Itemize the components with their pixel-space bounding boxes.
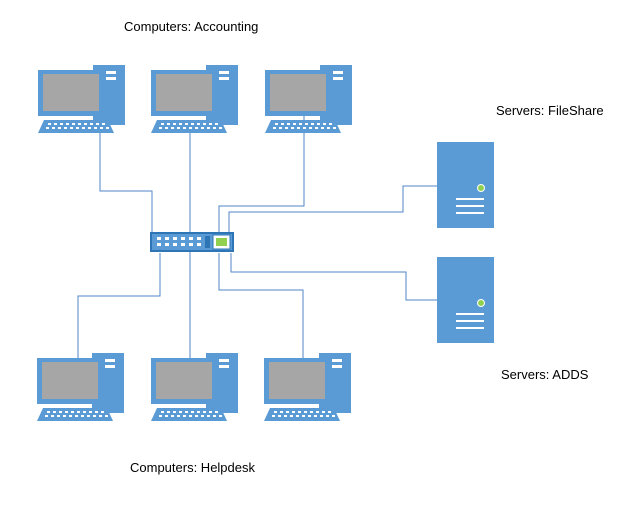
- workstation-icon[interactable]: [37, 353, 124, 421]
- server-icon[interactable]: [436, 141, 495, 229]
- label-adds: Servers: ADDS: [501, 367, 589, 382]
- network-switch-icon[interactable]: [150, 232, 234, 252]
- wire-accounting-1: [99, 133, 153, 233]
- workstation-icon[interactable]: [264, 353, 351, 421]
- wire-helpdesk-1: [77, 253, 161, 361]
- accounting-group: [38, 65, 352, 133]
- helpdesk-group: [37, 353, 351, 421]
- connections: [77, 86, 438, 361]
- wire-accounting-3: [218, 86, 305, 233]
- workstation-icon[interactable]: [38, 65, 125, 133]
- wire-fileshare: [228, 185, 438, 233]
- label-helpdesk: Computers: Helpdesk: [130, 460, 255, 475]
- label-accounting: Computers: Accounting: [124, 19, 258, 34]
- server-icon[interactable]: [436, 256, 495, 344]
- workstation-icon[interactable]: [265, 65, 352, 133]
- workstation-icon[interactable]: [151, 65, 238, 133]
- label-fileshare: Servers: FileShare: [496, 103, 604, 118]
- wire-helpdesk-3: [218, 253, 304, 361]
- wire-adds: [230, 253, 438, 301]
- workstation-icon[interactable]: [151, 353, 238, 421]
